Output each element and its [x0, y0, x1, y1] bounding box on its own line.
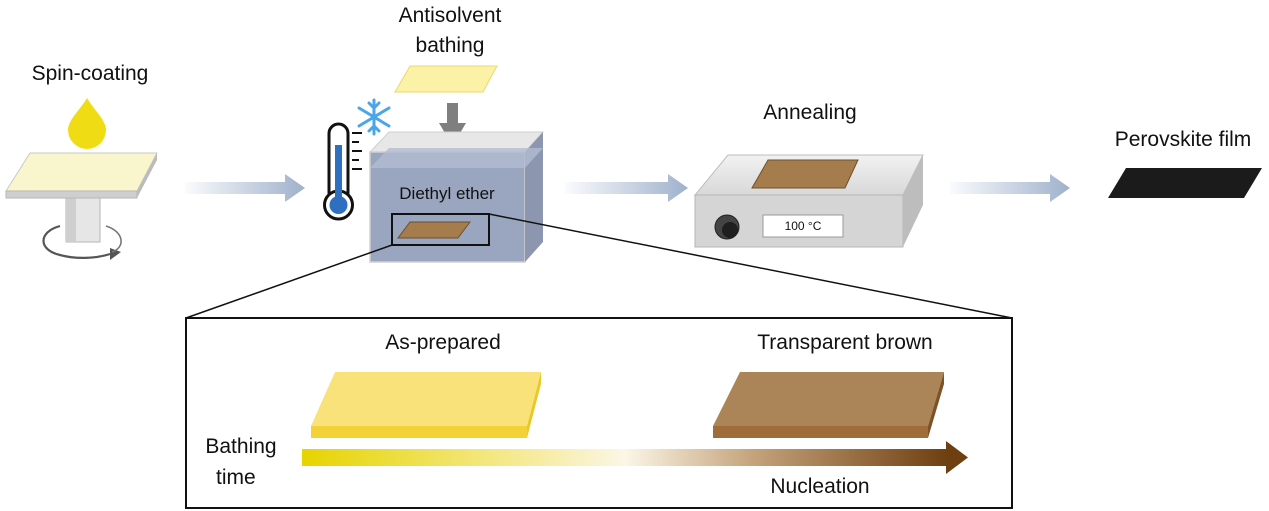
antisolvent-bath — [323, 65, 545, 263]
antisolvent-label-line2: bathing — [415, 34, 485, 57]
flow-arrow-2 — [565, 174, 688, 202]
droplet-icon — [68, 98, 106, 149]
nucleation-label: Nucleation — [770, 475, 870, 498]
transparent-brown-label: Transparent brown — [757, 331, 933, 354]
as-prepared-label: As-prepared — [385, 331, 501, 354]
bathing-time-label-line2: time — [216, 466, 256, 489]
bathing-time-arrow — [302, 441, 968, 474]
diethyl-ether-label: Diethyl ether — [399, 184, 495, 203]
flow-arrow-3 — [950, 174, 1070, 202]
zoom-box — [391, 213, 490, 246]
snowflake-icon — [357, 98, 391, 136]
temperature-value: 100 °C — [784, 219, 822, 233]
rotation-icon — [42, 224, 111, 259]
brown-film-in-bath — [397, 221, 471, 239]
bathing-time-label-line1: Bathing — [205, 435, 277, 458]
spin-coating-label: Spin-coating — [31, 62, 149, 85]
as-prepared-film — [311, 372, 541, 438]
spin-coater — [5, 98, 158, 260]
hotplate — [693, 154, 924, 248]
zoom-line-right — [488, 213, 1013, 319]
flow-arrow-1 — [185, 174, 305, 202]
transparent-brown-film — [713, 372, 944, 438]
perovskite-film-label: Perovskite film — [1114, 128, 1252, 151]
perovskite-film — [1108, 168, 1262, 198]
annealing-label: Annealing — [763, 101, 857, 124]
antisolvent-label-line1: Antisolvent — [398, 4, 502, 27]
yellow-film — [394, 65, 498, 93]
zoom-line-left — [185, 244, 393, 319]
temperature-display — [762, 214, 844, 238]
thermometer-icon — [323, 122, 362, 221]
brown-film-annealing — [751, 159, 859, 189]
